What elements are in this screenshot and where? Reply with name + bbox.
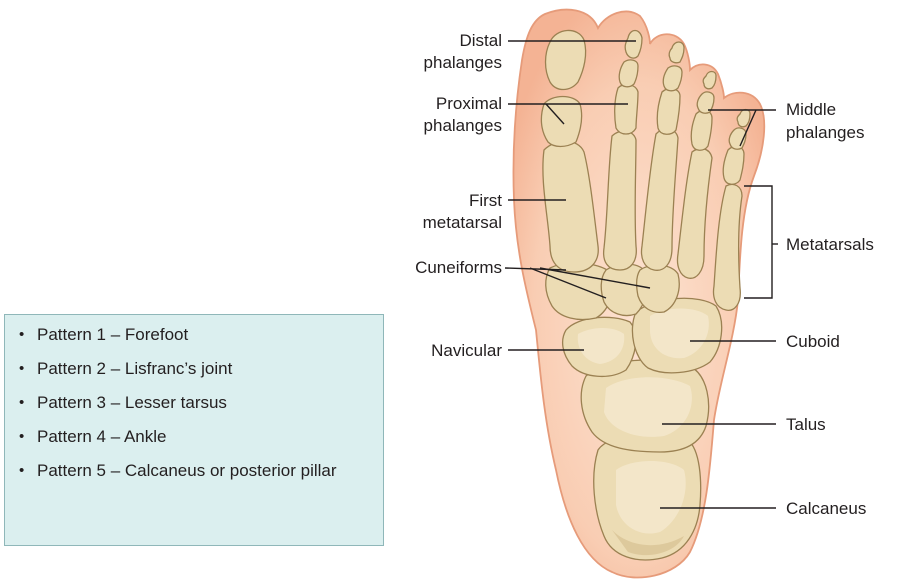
label-distal-line1: Distal bbox=[459, 31, 502, 50]
calcaneus-bone bbox=[594, 434, 701, 560]
label-first-metatarsal-line2: metatarsal bbox=[423, 213, 502, 232]
cuboid-bone bbox=[632, 298, 721, 373]
label-proximal-line2: phalanges bbox=[424, 116, 502, 135]
label-cuboid: Cuboid bbox=[786, 332, 840, 351]
metatarsals-bracket bbox=[744, 186, 772, 298]
pattern-item-5: Pattern 5 – Calcaneus or posterior pilla… bbox=[19, 461, 371, 481]
label-calcaneus: Calcaneus bbox=[786, 499, 866, 518]
navicular-bone bbox=[563, 317, 636, 376]
label-navicular: Navicular bbox=[431, 341, 502, 360]
pattern-item-4: Pattern 4 – Ankle bbox=[19, 427, 371, 447]
pattern-list: Pattern 1 – Forefoot Pattern 2 – Lisfran… bbox=[5, 315, 383, 481]
pattern-item-1: Pattern 1 – Forefoot bbox=[19, 325, 371, 345]
label-metatarsals: Metatarsals bbox=[786, 235, 874, 254]
pattern-legend-box: Pattern 1 – Forefoot Pattern 2 – Lisfran… bbox=[4, 314, 384, 546]
label-proximal-line1: Proximal bbox=[436, 94, 502, 113]
label-middle-line1: Middle bbox=[786, 100, 836, 119]
label-talus: Talus bbox=[786, 415, 826, 434]
label-distal-line2: phalanges bbox=[424, 53, 502, 72]
pattern-item-3: Pattern 3 – Lesser tarsus bbox=[19, 393, 371, 413]
label-first-metatarsal-line1: First bbox=[469, 191, 502, 210]
pattern-item-2: Pattern 2 – Lisfranc’s joint bbox=[19, 359, 371, 379]
label-cuneiforms: Cuneiforms bbox=[415, 258, 502, 277]
label-middle-line2: phalanges bbox=[786, 123, 864, 142]
